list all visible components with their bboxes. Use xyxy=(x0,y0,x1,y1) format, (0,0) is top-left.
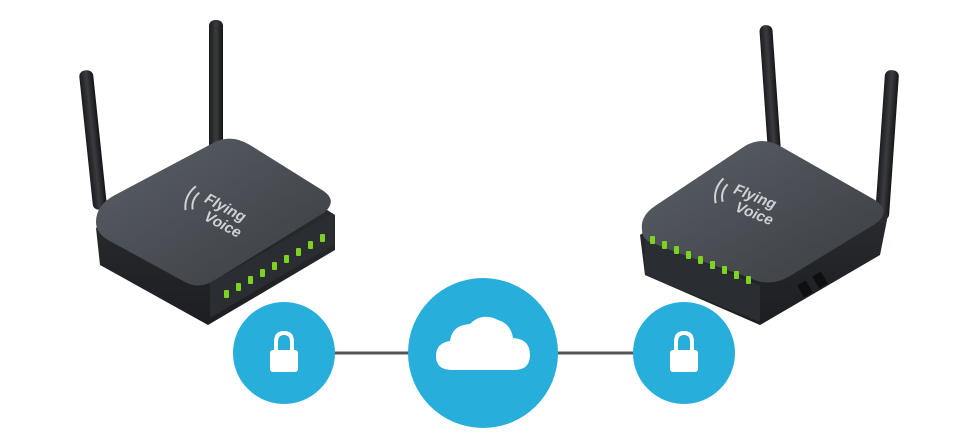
right-lock-badge xyxy=(633,302,735,404)
lock-icon xyxy=(670,330,698,372)
led xyxy=(224,290,229,298)
cloud-icon xyxy=(436,316,530,370)
led xyxy=(248,276,253,284)
led xyxy=(284,255,289,263)
led xyxy=(710,261,715,269)
lock-icon xyxy=(270,330,298,372)
right-router-leds xyxy=(650,236,751,284)
right-router-antenna-1 xyxy=(759,25,782,165)
right-router-antenna-2 xyxy=(875,70,899,220)
left-router-antenna-1 xyxy=(79,70,107,210)
right-router-port xyxy=(812,271,828,289)
cloud-badge xyxy=(408,278,558,428)
right-logo-waves xyxy=(714,177,729,204)
led xyxy=(272,262,277,270)
left-router-front-panel xyxy=(210,213,333,318)
left-lock-badge xyxy=(233,302,335,404)
led xyxy=(734,271,739,279)
led xyxy=(308,241,313,249)
led xyxy=(260,269,265,277)
left-router-leds xyxy=(224,234,325,298)
lock-shackle xyxy=(274,330,294,351)
led xyxy=(296,248,301,256)
left-router: Flying Voice xyxy=(79,20,335,325)
led xyxy=(650,236,655,244)
right-router-port xyxy=(797,280,813,298)
right-router-front-panel xyxy=(645,240,760,322)
led xyxy=(662,241,667,249)
left-logo-waves xyxy=(184,185,200,211)
lock-shackle xyxy=(674,330,694,351)
left-router-top xyxy=(96,138,331,286)
led xyxy=(674,246,679,254)
led xyxy=(320,234,325,242)
lock-body xyxy=(670,350,698,372)
led xyxy=(236,283,241,291)
led xyxy=(746,276,751,284)
right-router-top xyxy=(641,141,884,283)
right-router: Flying Voice xyxy=(640,25,899,325)
lock-body xyxy=(270,350,298,372)
led xyxy=(686,251,691,259)
left-router-antenna-2 xyxy=(209,20,223,170)
led xyxy=(722,266,727,274)
led xyxy=(698,256,703,264)
